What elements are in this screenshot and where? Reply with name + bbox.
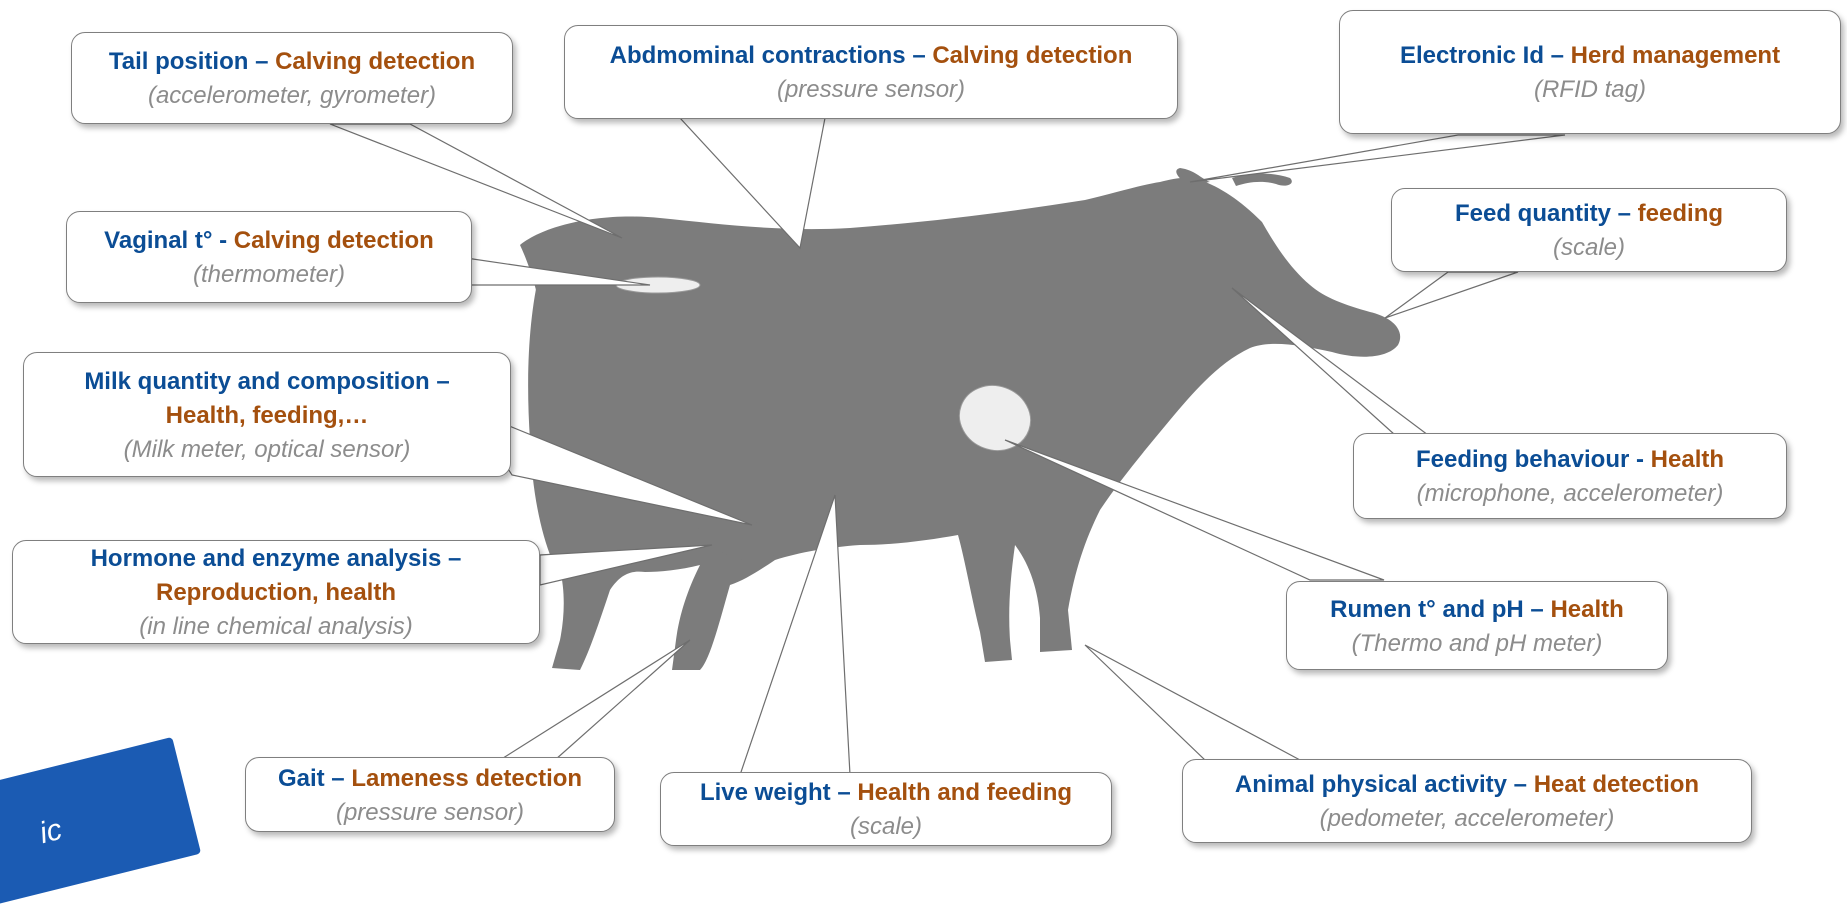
callout-activity-parameter: Animal physical activity xyxy=(1235,771,1507,798)
callout-rumen-separator: – xyxy=(1524,596,1551,623)
callout-milk-purpose: Health, feeding,… xyxy=(32,399,502,433)
callout-abdominal-purpose: Calving detection xyxy=(932,42,1132,69)
callout-hormone-purpose: Reproduction, health xyxy=(21,576,531,610)
callout-rumen: Rumen t° and pH – Health (Thermo and pH … xyxy=(1286,581,1668,670)
callout-liveweight-purpose: Health and feeding xyxy=(857,779,1072,806)
callout-rumen-sensor: (Thermo and pH meter) xyxy=(1295,627,1659,661)
callout-rumen-purpose: Health xyxy=(1550,596,1623,623)
callout-abdominal-parameter: Abdmominal contractions xyxy=(610,42,906,69)
callout-electronic: Electronic Id – Herd management (RFID ta… xyxy=(1339,10,1841,134)
callout-gait-sensor: (pressure sensor) xyxy=(254,796,606,830)
callout-abdominal-sensor: (pressure sensor) xyxy=(573,73,1169,107)
callout-tail-sensor: (accelerometer, gyrometer) xyxy=(80,79,504,113)
callout-activity-separator: – xyxy=(1507,771,1534,798)
callout-milk-sensor: (Milk meter, optical sensor) xyxy=(32,433,502,467)
callout-gait-parameter: Gait xyxy=(278,765,325,792)
callout-tail: Tail position – Calving detection (accel… xyxy=(71,32,513,124)
callout-tail-parameter: Tail position xyxy=(109,48,249,75)
callout-tail-purpose: Calving detection xyxy=(275,48,475,75)
callout-feedquantity-separator: – xyxy=(1611,200,1638,227)
callout-electronic-sensor: (RFID tag) xyxy=(1348,73,1832,107)
callout-liveweight: Live weight – Health and feeding (scale) xyxy=(660,772,1112,846)
callout-feedingbehaviour-purpose: Health xyxy=(1651,446,1724,473)
callout-feedquantity-parameter: Feed quantity xyxy=(1455,200,1611,227)
callout-feedquantity-purpose: feeding xyxy=(1638,200,1723,227)
callout-electronic-separator: – xyxy=(1544,42,1571,69)
callout-activity-sensor: (pedometer, accelerometer) xyxy=(1191,802,1743,836)
callout-activity: Animal physical activity – Heat detectio… xyxy=(1182,759,1752,843)
callout-rumen-parameter: Rumen t° and pH xyxy=(1330,596,1524,623)
callout-vaginal: Vaginal t° - Calving detection (thermome… xyxy=(66,211,472,303)
callout-gait: Gait – Lameness detection (pressure sens… xyxy=(245,757,615,832)
callout-feedingbehaviour-sensor: (microphone, accelerometer) xyxy=(1362,477,1778,511)
callout-vaginal-parameter: Vaginal t° xyxy=(104,227,212,254)
callout-electronic-purpose: Herd management xyxy=(1571,42,1780,69)
callout-activity-purpose: Heat detection xyxy=(1534,771,1699,798)
connector-electronic xyxy=(1190,135,1565,182)
connector-activity xyxy=(1085,645,1300,760)
callout-milk-parameter: Milk quantity and composition – xyxy=(32,365,502,399)
callout-abdominal-separator: – xyxy=(906,42,933,69)
callout-feedquantity: Feed quantity – feeding (scale) xyxy=(1391,188,1787,272)
callout-hormone-parameter: Hormone and enzyme analysis – xyxy=(21,542,531,576)
callout-electronic-parameter: Electronic Id xyxy=(1400,42,1544,69)
callout-feedingbehaviour-separator: - xyxy=(1629,446,1650,473)
callout-tail-separator: – xyxy=(248,48,275,75)
callout-gait-purpose: Lameness detection xyxy=(351,765,582,792)
callout-feedingbehaviour-parameter: Feeding behaviour xyxy=(1416,446,1629,473)
callout-liveweight-sensor: (scale) xyxy=(669,810,1103,844)
callout-hormone-sensor: (in line chemical analysis) xyxy=(21,610,531,644)
connector-gait xyxy=(500,640,690,760)
callout-liveweight-separator: – xyxy=(831,779,858,806)
callout-feedingbehaviour: Feeding behaviour - Health (microphone, … xyxy=(1353,433,1787,519)
callout-abdominal: Abdmominal contractions – Calving detect… xyxy=(564,25,1178,119)
callout-vaginal-separator: - xyxy=(212,227,233,254)
callout-hormone: Hormone and enzyme analysis – Reproducti… xyxy=(12,540,540,644)
callout-liveweight-parameter: Live weight xyxy=(700,779,831,806)
callout-gait-separator: – xyxy=(325,765,352,792)
connector-feedquantity xyxy=(1385,272,1518,318)
callout-feedquantity-sensor: (scale) xyxy=(1400,231,1778,265)
callout-vaginal-sensor: (thermometer) xyxy=(75,258,463,292)
callout-vaginal-purpose: Calving detection xyxy=(234,227,434,254)
callout-milk: Milk quantity and composition – Health, … xyxy=(23,352,511,477)
